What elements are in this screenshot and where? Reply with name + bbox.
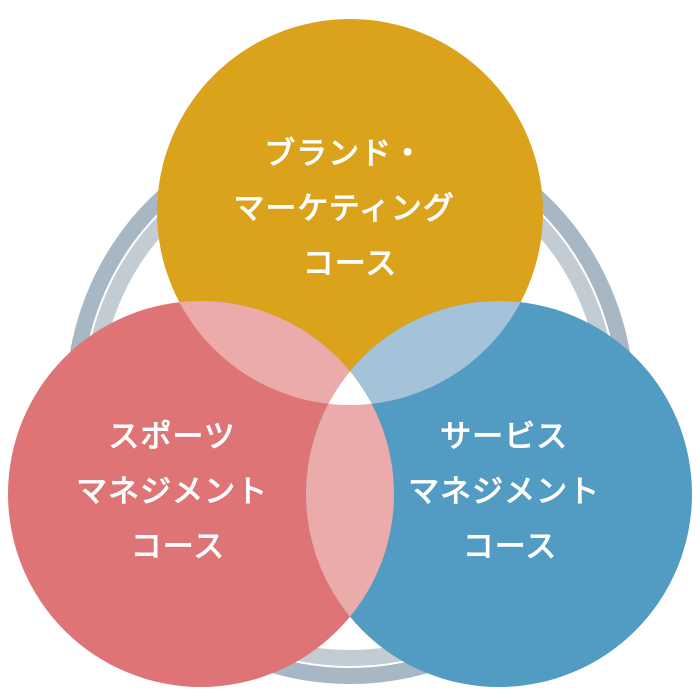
label-sports-management: スポーツ マネジメント コース [76,419,280,565]
label-brand-line-1: ブランド・ [264,136,424,172]
overlap-brand-service [306,301,543,405]
label-brand-line-2: マーケティング [233,191,455,227]
overlap-brand-sports [157,301,394,405]
label-service-management: サービス マネジメント コース [408,419,612,565]
label-service-line-2: マネジメント [408,474,600,510]
label-service-line-1: サービス [440,419,568,455]
label-brand-marketing: ブランド・ マーケティング コース [233,136,466,282]
label-brand-line-3: コース [303,246,397,282]
label-sports-line-2: マネジメント [76,474,268,510]
label-service-line-3: コース [463,529,557,565]
label-sports-line-1: スポーツ [108,419,235,455]
label-sports-line-3: コース [131,529,225,565]
